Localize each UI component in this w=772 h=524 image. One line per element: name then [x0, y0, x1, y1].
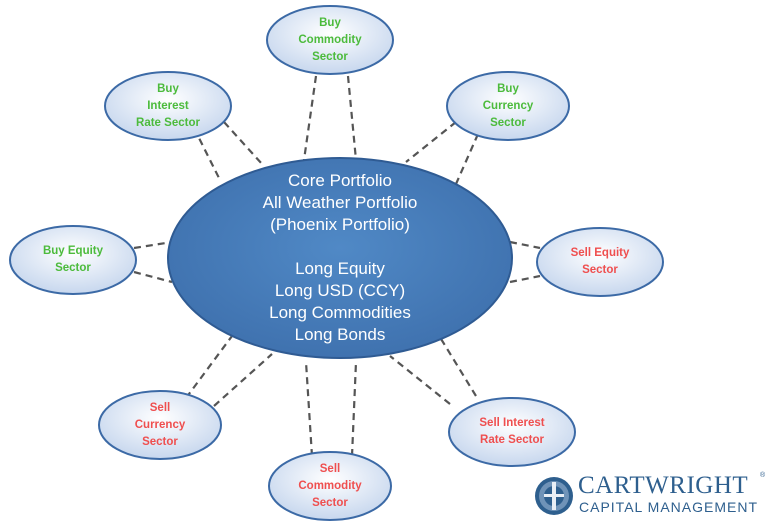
buy-currency-ellipse	[446, 71, 570, 141]
node-line: Buy	[157, 82, 179, 95]
connector-sell-commodity-right	[350, 361, 358, 457]
node-line: Buy Equity	[42, 245, 104, 257]
logo-registered-mark: ®	[760, 472, 766, 479]
core-portfolio-text: Core Portfolio All Weather Portfolio (Ph…	[170, 170, 510, 346]
node-line: Rate Sector	[136, 116, 200, 129]
node-line: Currency	[134, 418, 186, 431]
core-line: All Weather Portfolio	[262, 193, 418, 212]
sell-equity-sector-label: Sell Equity Sector	[537, 228, 663, 296]
core-line: Long Commodities	[269, 303, 411, 322]
connector-sell-interest-a	[389, 355, 451, 405]
node-line: Sell Interest	[479, 417, 545, 429]
sell-currency-ellipse	[98, 390, 222, 460]
connector-sell-interest-b	[437, 333, 477, 397]
connector-buy-commodity-left	[302, 75, 318, 161]
node-line: Rate Sector	[480, 434, 544, 446]
sell-interest-rate-sector-label: Sell Interest Rate Sector	[449, 398, 575, 466]
sell-equity-ellipse	[536, 227, 664, 297]
sell-commodity-sector-label: Sell Commodity Sector	[269, 452, 391, 520]
node-line: Sell	[319, 462, 341, 475]
connector-buy-commodity-right	[346, 75, 358, 161]
connector-buy-currency-b	[454, 133, 480, 185]
node-line: Commodity	[298, 479, 362, 492]
buy-equity-ellipse	[9, 225, 137, 295]
core-line: Long USD (CCY)	[274, 281, 406, 300]
buy-interest-rate-sector-label: Buy Interest Rate Sector	[105, 72, 231, 140]
node-line: Sell Equity	[570, 247, 630, 259]
connector-buy-interest-a	[193, 127, 221, 181]
node-line: Buy	[497, 82, 519, 95]
globe-icon	[535, 477, 573, 515]
logo-subtitle: CAPITAL MANAGEMENT	[579, 499, 759, 515]
connector-sell-commodity-left	[304, 361, 314, 457]
buy-commodity-sector-label: Buy Commodity Sector	[267, 6, 393, 74]
cartwright-logo: CARTWRIGHT ® CAPITAL MANAGEMENT	[530, 472, 770, 520]
core-line: Long Equity	[295, 259, 385, 278]
buy-currency-sector-label: Buy Currency Sector	[447, 72, 569, 140]
sell-interest-ellipse	[448, 397, 576, 467]
core-line: (Phoenix Portfolio)	[270, 215, 410, 234]
node-line: Sector	[55, 262, 91, 274]
core-line: Core Portfolio	[288, 171, 392, 190]
connector-buy-interest-b	[223, 121, 263, 165]
connector-buy-equity-a	[133, 240, 173, 250]
buy-equity-sector-label: Buy Equity Sector	[10, 226, 136, 294]
node-line: Sector	[582, 264, 618, 276]
node-line: Sector	[490, 116, 526, 129]
connector-buy-equity-b	[133, 270, 173, 284]
core-line: Long Bonds	[294, 325, 386, 344]
logo-name: CARTWRIGHT	[578, 472, 749, 499]
node-line: Buy	[319, 16, 341, 29]
core-gap	[170, 236, 510, 258]
buy-interest-ellipse	[104, 71, 232, 141]
buy-commodity-ellipse	[266, 5, 394, 75]
connector-sell-equity-b	[509, 274, 541, 284]
node-line: Sector	[312, 496, 348, 509]
core-portfolio-ellipse	[167, 157, 513, 359]
node-line: Sector	[142, 435, 178, 448]
node-line: Sector	[312, 50, 348, 63]
sell-currency-sector-label: Sell Currency Sector	[99, 391, 221, 459]
node-line: Currency	[482, 99, 534, 112]
connector-sell-currency-a	[185, 335, 233, 399]
connector-sell-equity-a	[509, 240, 541, 250]
connector-sell-currency-b	[213, 353, 273, 407]
node-line: Commodity	[298, 33, 362, 46]
connectors	[133, 75, 541, 457]
node-line: Interest	[147, 99, 189, 112]
node-line: Sell	[149, 401, 171, 414]
sell-commodity-ellipse	[268, 451, 392, 521]
connector-buy-currency-a	[405, 121, 457, 163]
